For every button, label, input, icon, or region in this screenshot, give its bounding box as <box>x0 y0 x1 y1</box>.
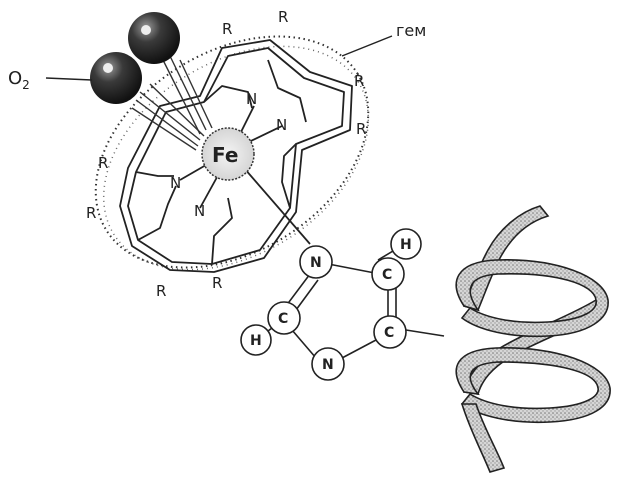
imidazole-c-top <box>371 257 405 291</box>
substituent-r-7: R <box>156 282 166 300</box>
imidazole-c-right <box>373 315 407 349</box>
imidazole-h-left-label: H <box>250 333 262 349</box>
oxygen-atom-2 <box>90 52 142 104</box>
imidazole-n-top-label: N <box>310 255 322 271</box>
heme-label: гем <box>396 21 426 40</box>
imidazole-c-left-label: C <box>278 311 288 327</box>
imidazole-n-top <box>299 245 333 279</box>
protein-helix <box>455 205 611 473</box>
substituent-r-2: R <box>278 8 288 26</box>
heme-boundary-shadow <box>102 45 370 271</box>
substituent-r-4: R <box>356 120 366 138</box>
substituent-r-5: R <box>98 154 108 172</box>
imidazole-c-right-label: C <box>384 325 394 341</box>
oxygen-atom-1 <box>128 12 180 64</box>
oxygen-atom-2-highlight <box>103 63 113 73</box>
imidazole-ring: N C H C N C H <box>240 228 422 381</box>
imidazole-c-top-label: C <box>382 267 392 283</box>
porphyrin-n-2: N <box>276 116 287 134</box>
imidazole-h-left <box>240 324 272 356</box>
substituent-r-6: R <box>86 204 96 222</box>
imidazole-n-bottom-label: N <box>322 357 334 373</box>
oxygen-atom-1-highlight <box>141 25 151 35</box>
imidazole-n-bottom <box>311 347 345 381</box>
imidazole-h-top <box>390 228 422 260</box>
porphyrin-n-4: N <box>194 202 205 220</box>
substituent-r-3: R <box>354 72 364 90</box>
iron-atom <box>201 127 255 181</box>
oxygen-symbol: O <box>8 68 22 89</box>
oxygen-label: O2 <box>8 68 30 92</box>
heme-pointer <box>341 35 393 57</box>
substituent-r-1: R <box>222 20 232 38</box>
porphyrin-n-3: N <box>170 174 181 192</box>
iron-label: Fe <box>212 143 238 167</box>
oxygen-subscript: 2 <box>22 78 30 92</box>
substituent-r-8: R <box>212 274 222 292</box>
oxygen-pointer <box>45 77 93 81</box>
oxygen-binding-lines <box>131 53 213 151</box>
porphyrin-n-1: N <box>246 90 257 108</box>
imidazole-c-left <box>267 301 301 335</box>
imidazole-h-top-label: H <box>400 237 412 253</box>
heme-boundary <box>94 35 370 269</box>
